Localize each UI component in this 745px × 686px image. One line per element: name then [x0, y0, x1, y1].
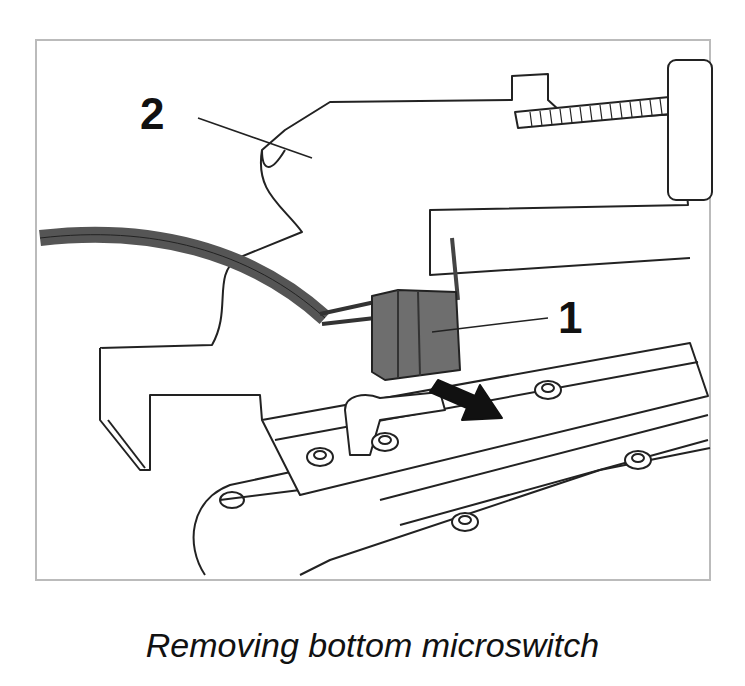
figure-caption: Removing bottom microswitch — [146, 628, 599, 662]
direction-arrow — [430, 380, 502, 420]
bracket-flange — [100, 348, 262, 470]
callout-number: 2 — [140, 92, 164, 136]
drawing — [40, 60, 712, 575]
hole — [220, 492, 244, 508]
flange-edge — [108, 420, 145, 468]
microswitch — [372, 290, 460, 380]
rail-line — [380, 415, 708, 525]
cable-edge — [40, 235, 325, 318]
switch-seam — [398, 290, 420, 378]
threaded-rod — [515, 95, 692, 128]
wires — [320, 302, 375, 324]
switch-tab — [345, 392, 445, 455]
thread-hatch — [530, 98, 672, 127]
frame — [36, 40, 710, 580]
leader-line — [432, 318, 548, 332]
leader-line — [198, 118, 312, 158]
bracket-edge — [262, 150, 285, 167]
rail-line — [275, 362, 698, 440]
callout-number: 1 — [558, 296, 582, 340]
switch-lever — [452, 238, 458, 300]
cable — [40, 235, 325, 318]
motor-housing — [668, 60, 712, 200]
